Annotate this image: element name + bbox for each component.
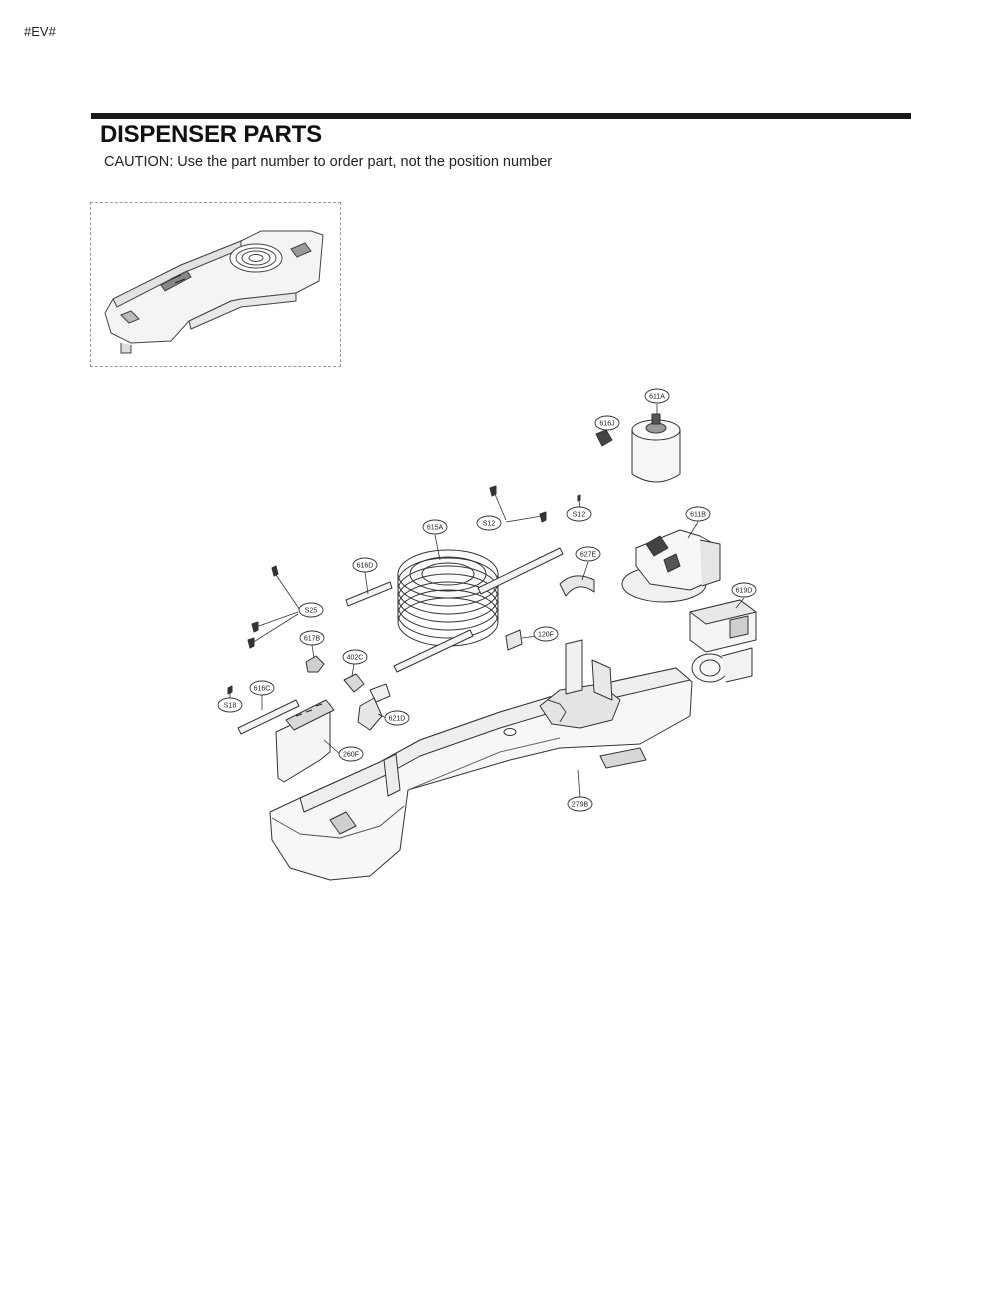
callout-text: 611A [649, 394, 665, 401]
part-tube-616d [345, 581, 393, 607]
callout-text: S12 [483, 521, 496, 528]
screw-s18 [227, 685, 233, 695]
callout-oval [338, 746, 364, 762]
callout-619d: 619D [731, 582, 757, 598]
dispenser-housing [269, 639, 693, 881]
callout-oval [352, 557, 378, 573]
callout-611b: 611B [685, 506, 711, 522]
callout-oval [594, 415, 620, 431]
part-tube-lower [393, 629, 474, 673]
callout-text: 615A [427, 525, 444, 532]
callout-617b: 617B [299, 630, 325, 646]
callout-oval [476, 515, 502, 531]
part-pad-120f [505, 629, 523, 651]
callout-oval [533, 626, 559, 642]
callout-text: 120F [538, 632, 554, 639]
callout-oval [299, 630, 325, 646]
part-clip-616j [595, 429, 613, 447]
part-coil-615a [397, 549, 499, 647]
part-fitting-402c [343, 673, 365, 693]
callout-text: 402C [347, 655, 364, 662]
callout-s25: S25 [298, 602, 324, 618]
doc-tag: #EV# [24, 24, 56, 39]
page-title: DISPENSER PARTS [100, 121, 322, 148]
part-head-611b [621, 529, 721, 603]
callout-text: 611B [690, 512, 706, 519]
callout-616j: 616J [594, 415, 620, 431]
callout-s18: S18 [217, 697, 243, 713]
callout-616d: 616D [352, 557, 378, 573]
callout-text: 260F [343, 752, 359, 759]
callout-402c: 402C [342, 649, 368, 665]
callout-oval [217, 697, 243, 713]
callout-text: 619D [736, 588, 753, 595]
part-cover-260f [275, 699, 335, 783]
screw-s12-c [577, 494, 581, 502]
callout-text: 616D [357, 563, 374, 570]
screw-s12-b [539, 511, 547, 523]
overview-thumbnail [90, 202, 341, 367]
part-connector-621d [357, 697, 383, 731]
part-valve-619d [689, 599, 757, 683]
callout-text: S18 [224, 703, 237, 710]
callout-text: 621D [389, 716, 406, 723]
screw-s25-b [251, 621, 259, 633]
overview-assembly-drawing [104, 230, 324, 354]
callout-oval [298, 602, 324, 618]
callout-611a: 611A [644, 388, 670, 404]
callout-oval [731, 582, 757, 598]
callout-621d: 621D [384, 710, 410, 726]
callout-oval [685, 506, 711, 522]
callout-text: 279B [572, 802, 589, 809]
part-tube-upper [477, 547, 564, 595]
callout-oval [566, 506, 592, 522]
callout-279b: 279B [567, 796, 593, 812]
callout-oval [422, 519, 448, 535]
callout-text: 616J [599, 421, 614, 428]
leader-lines [229, 404, 745, 799]
callout-627e: 627E [575, 546, 601, 562]
screw-s25-a [271, 565, 279, 577]
callout-text: S25 [305, 608, 318, 615]
callout-oval [575, 546, 601, 562]
callout-oval [567, 796, 593, 812]
part-cartridge-611a [631, 413, 681, 483]
callout-615a: 615A [422, 519, 448, 535]
caution-note: CAUTION: Use the part number to order pa… [104, 154, 553, 170]
callout-text: 616C [254, 686, 271, 693]
part-nut-617b [305, 655, 325, 673]
header-rule [91, 113, 911, 119]
part-clamp-627e [559, 575, 595, 597]
callout-oval [249, 680, 275, 696]
callout-oval [342, 649, 368, 665]
callout-text: S12 [573, 512, 586, 519]
callout-260f: 260F [338, 746, 364, 762]
callout-616c: 616C [249, 680, 275, 696]
callout-120f: 120F [533, 626, 559, 642]
callout-s12-right: S12 [566, 506, 592, 522]
callout-s12-upper: S12 [476, 515, 502, 531]
part-tube-616c [237, 699, 300, 735]
callout-oval [384, 710, 410, 726]
callout-text: 617B [304, 636, 321, 643]
callout-oval [644, 388, 670, 404]
screw-s25-c [247, 637, 255, 649]
callout-text: 627E [580, 552, 597, 559]
callout-labels: 611A616JS12S12615A611B627E616D619DS25617… [217, 388, 757, 812]
